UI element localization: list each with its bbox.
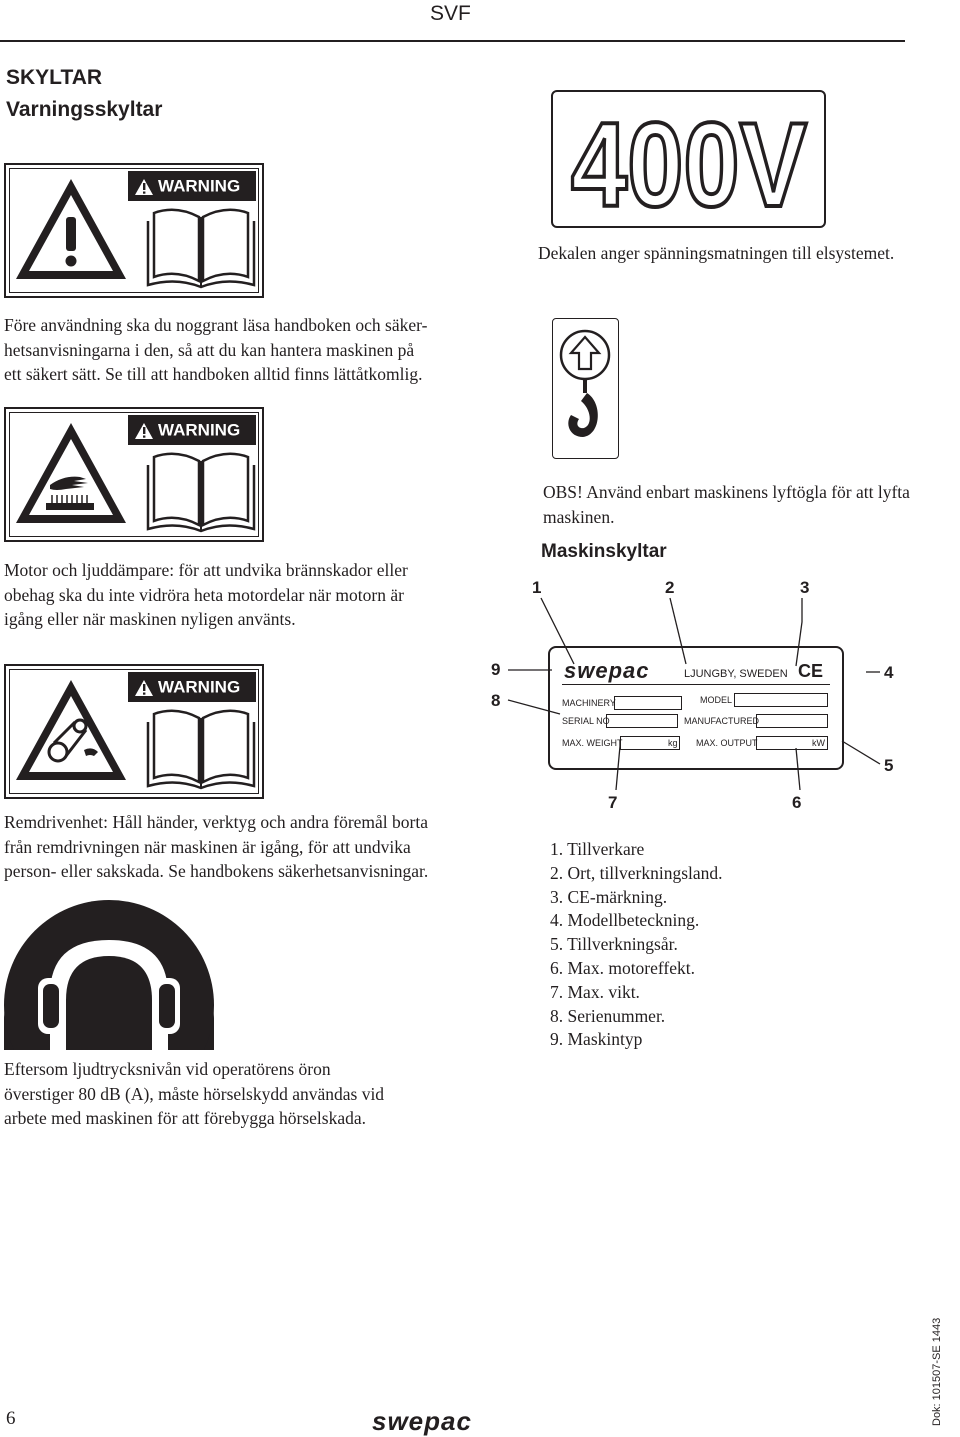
manual-warning-sign: WARNING — [4, 163, 264, 298]
list-item: 6. Max. motoreffekt. — [550, 957, 695, 978]
warning-triangle-icon — [135, 679, 153, 696]
callout-2: 2 — [665, 578, 675, 597]
callout-6: 6 — [792, 793, 802, 812]
footer-logo: swepac — [372, 1406, 472, 1436]
manual-warning-text: Före användning ska du noggrant läsa han… — [4, 315, 428, 384]
list-item: 7. Max. vikt. — [550, 981, 640, 1002]
callout-1: 1 — [532, 578, 542, 597]
header-title: SVF — [430, 2, 471, 25]
warning-bar: WARNING — [128, 171, 256, 201]
belt-warning-text: Remdrivenhet: Håll händer, verktyg och a… — [4, 812, 429, 881]
voltage-text: 400V — [571, 102, 807, 217]
callout-4: 4 — [884, 663, 894, 682]
plate-weight-label: MAX. WEIGHT — [562, 738, 623, 748]
plate-ce-mark: CE — [798, 661, 824, 681]
lift-caption: OBS! Använd enbart maskinens lyftögla fö… — [543, 482, 910, 527]
plate-manufactured-field — [756, 714, 828, 728]
plate-model-field — [734, 693, 828, 707]
exclamation-triangle-icon — [16, 179, 126, 279]
hearing-protection-icon — [4, 900, 214, 1050]
list-item: 1. Tillverkare — [550, 839, 645, 859]
callout-7: 7 — [608, 793, 618, 812]
plate-legend-list: 1. Tillverkare 2. Ort, tillverkningsland… — [550, 838, 870, 1052]
machine-plate: swepac LJUNGBY, SWEDEN CE MACHINERY MODE… — [548, 646, 844, 770]
plate-model-label: MODEL — [700, 695, 733, 705]
page-number: 6 — [6, 1408, 16, 1429]
voltage-caption: Dekalen anger spänningsmatningen till el… — [538, 243, 895, 263]
list-item: 2. Ort, tillverkningsland. — [550, 862, 723, 883]
plate-weight-field — [620, 736, 680, 750]
machine-plate-title: Maskinskyltar — [541, 541, 667, 562]
plate-machinery-field — [614, 696, 682, 710]
header-rule — [0, 40, 905, 42]
hot-surface-icon — [16, 423, 126, 523]
manual-book-icon — [146, 208, 256, 289]
plate-weight-unit: kg — [668, 738, 678, 748]
lift-hook-icon — [559, 329, 611, 437]
callout-9: 9 — [491, 660, 501, 679]
list-item: 8. Serienummer. — [550, 1005, 666, 1026]
document-id: Dok: 101507-SE 1443 — [931, 1317, 943, 1426]
warning-label: WARNING — [158, 677, 241, 697]
plate-output-field — [756, 736, 828, 750]
section-title: SKYLTAR — [6, 66, 103, 89]
plate-serial-field — [606, 714, 678, 728]
warning-triangle-icon — [135, 422, 153, 439]
warning-bar: WARNING — [128, 672, 256, 702]
warning-label: WARNING — [158, 176, 241, 196]
hearing-warning-text: Eftersom ljudtrycksnivån vid operatörens… — [4, 1059, 385, 1128]
voltage-sign: 400V — [551, 90, 826, 228]
belt-drive-icon — [16, 680, 126, 780]
warning-label: WARNING — [158, 420, 241, 440]
list-item: 9. Maskintyp — [550, 1029, 643, 1050]
plate-output-unit: kW — [812, 738, 825, 748]
manual-book-icon — [146, 709, 256, 790]
list-item: 3. CE-märkning. — [550, 886, 668, 907]
list-item: 4. Modellbeteckning. — [550, 910, 700, 931]
plate-serial-label: SERIAL NO — [562, 716, 610, 726]
callout-8: 8 — [491, 691, 501, 710]
plate-output-label: MAX. OUTPUT — [696, 738, 758, 748]
hot-warning-text: Motor och ljuddämpare: för att undvika b… — [4, 560, 408, 629]
plate-location: LJUNGBY, SWEDEN — [684, 668, 788, 680]
hot-surface-warning-sign: WARNING — [4, 407, 264, 542]
list-item: 5. Tillverkningsår. — [550, 934, 678, 955]
callout-3: 3 — [800, 578, 810, 597]
warning-bar: WARNING — [128, 415, 256, 445]
plate-machinery-label: MACHINERY — [562, 698, 616, 708]
plate-brand-logo: swepac — [564, 658, 650, 683]
section-subtitle: Varningsskyltar — [6, 98, 163, 121]
callout-5: 5 — [884, 756, 894, 775]
lift-point-sign — [552, 318, 619, 459]
manual-book-icon — [146, 452, 256, 533]
plate-manufactured-label: MANUFACTURED — [684, 716, 760, 726]
warning-triangle-icon — [135, 178, 153, 195]
belt-drive-warning-sign: WARNING — [4, 664, 264, 799]
